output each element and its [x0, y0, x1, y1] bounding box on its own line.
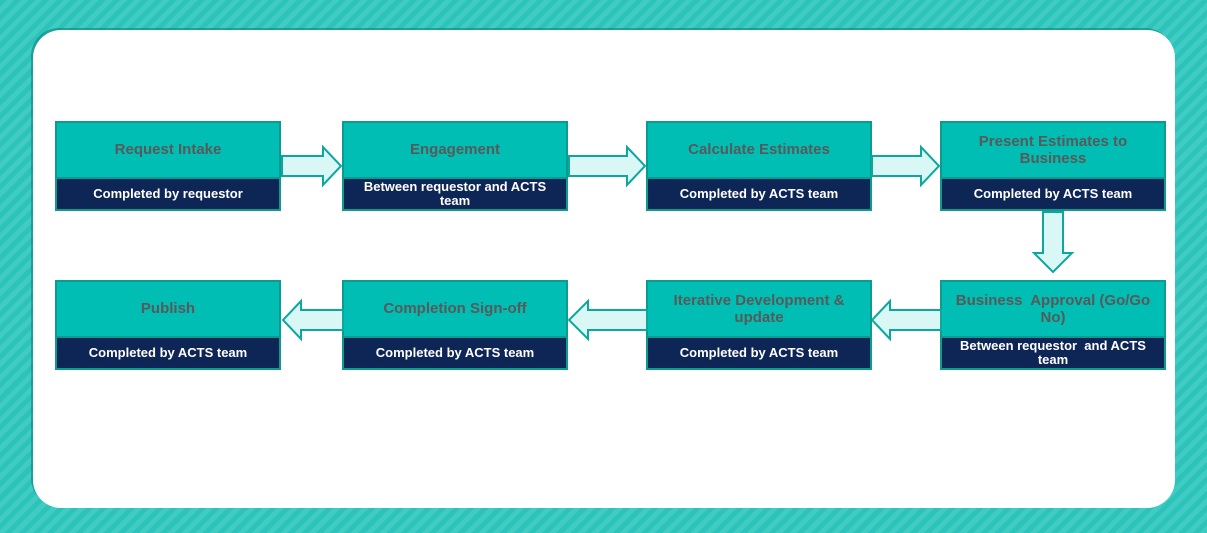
step-title: Engagement [409, 141, 500, 159]
step-title: Iterative Development & update [673, 291, 845, 326]
step-title: Request Intake [114, 141, 222, 159]
step-owner-band: Between requestor and ACTS team [942, 336, 1164, 368]
flow-arrow-down-icon [1031, 211, 1075, 274]
flow-arrow-right-icon [281, 144, 342, 188]
step-title: Calculate Estimates [688, 141, 830, 159]
step-owner-band: Completed by ACTS team [648, 336, 870, 368]
step-request-intake: Request Intake Completed by requestor [55, 121, 281, 211]
step-calculate-estimates: Calculate Estimates Completed by ACTS te… [646, 121, 872, 211]
flowchart-card: Request Intake Completed by requestor En… [33, 30, 1175, 508]
step-owner-band: Completed by ACTS team [648, 177, 870, 209]
step-owner-band: Completed by ACTS team [57, 336, 279, 368]
step-publish: Publish Completed by ACTS team [55, 280, 281, 370]
step-title: Business Approval (Go/Go No) [955, 291, 1151, 326]
step-owner-band: Between requestor and ACTS team [344, 177, 566, 209]
flow-arrow-left-icon [870, 298, 942, 342]
flow-arrow-left-icon [281, 298, 344, 342]
step-iterative-development: Iterative Development & update Completed… [646, 280, 872, 370]
step-business-approval: Business Approval (Go/Go No) Between req… [940, 280, 1166, 370]
step-title: Present Estimates to Business [978, 132, 1128, 167]
step-engagement: Engagement Between requestor and ACTS te… [342, 121, 568, 211]
step-title: Completion Sign-off [383, 300, 527, 318]
step-owner-band: Completed by ACTS team [344, 336, 566, 368]
flow-arrow-left-icon [567, 298, 648, 342]
step-owner-band: Completed by ACTS team [942, 177, 1164, 209]
step-present-estimates: Present Estimates to Business Completed … [940, 121, 1166, 211]
flow-arrow-right-icon [871, 144, 940, 188]
step-title: Publish [140, 300, 196, 318]
step-completion-sign-off: Completion Sign-off Completed by ACTS te… [342, 280, 568, 370]
flow-arrow-right-icon [568, 144, 646, 188]
step-owner-band: Completed by requestor [57, 177, 279, 209]
